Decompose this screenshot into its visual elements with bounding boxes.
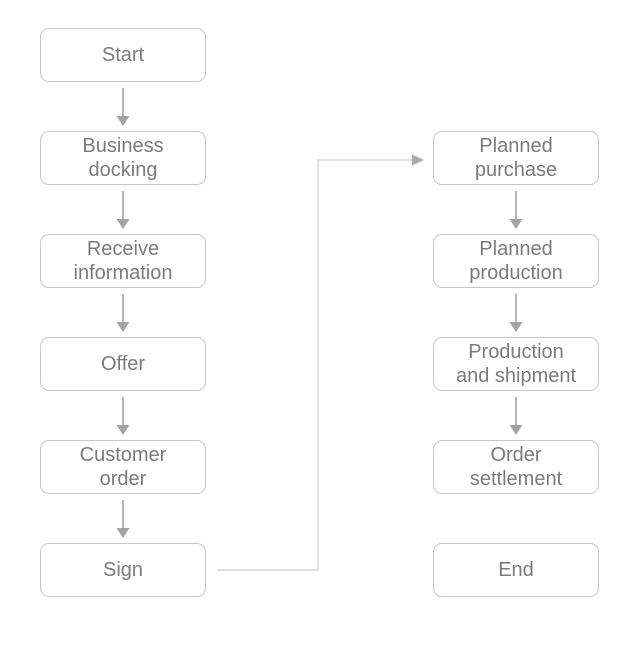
node-customer-order: Customer order [40, 440, 206, 494]
arrowhead-icon [412, 154, 424, 166]
node-label: Business docking [82, 135, 164, 181]
node-label: Production and shipment [455, 341, 577, 387]
node-business-docking: Business docking [40, 131, 206, 185]
node-label: End [498, 559, 534, 581]
right-column-arrowheads [509, 219, 523, 435]
arrowhead-icon [116, 528, 130, 538]
node-offer: Offer [40, 337, 206, 391]
node-planned-production: Planned production [433, 234, 599, 288]
node-planned-purchase: Planned purchase [433, 131, 599, 185]
arrowhead-icon [509, 322, 523, 332]
arrowhead-icon [509, 425, 523, 435]
node-sign: Sign [40, 543, 206, 597]
node-production-and-shipment: Production and shipment [433, 337, 599, 391]
arrowhead-icon [509, 219, 523, 229]
node-label: Offer [100, 353, 146, 375]
arrowhead-icon [116, 322, 130, 332]
node-label: Start [101, 44, 145, 66]
arrowhead-icon [116, 219, 130, 229]
node-label: Order settlement [469, 444, 563, 490]
node-order-settlement: Order settlement [433, 440, 599, 494]
connector-sign-to-planned-purchase [217, 159, 412, 571]
left-column-arrowheads [116, 116, 130, 538]
node-label: Customer order [79, 444, 167, 490]
node-label: Planned purchase [474, 135, 558, 181]
arrowhead-icon [116, 425, 130, 435]
arrowhead-icon [116, 116, 130, 126]
node-label: Planned production [469, 238, 563, 284]
node-label: Receive information [73, 238, 173, 284]
node-start: Start [40, 28, 206, 82]
node-label: Sign [102, 559, 144, 581]
node-receive-information: Receive information [40, 234, 206, 288]
node-end: End [433, 543, 599, 597]
